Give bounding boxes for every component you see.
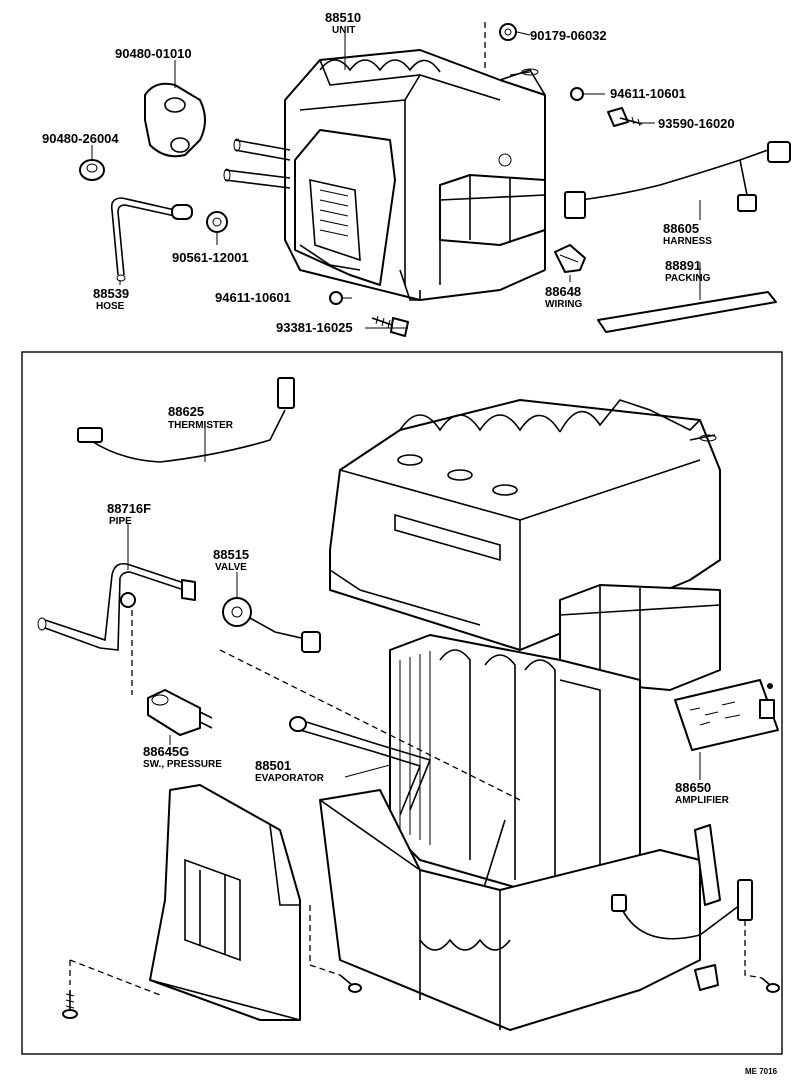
grommet-90480-01010-icon [144,82,206,158]
leader-lines [91,33,701,780]
label-number-p93381: 93381-16025 [276,320,353,335]
label-name-harness: HARNESS [663,236,712,247]
label-number-evaporator: 88501 [255,758,291,773]
screw-93381-icon [371,315,409,337]
label-number-harness: 88605 [663,221,699,236]
label-name-pipe: PIPE [109,516,132,527]
unit-assembly [223,49,546,301]
screw-mid-icon [309,905,362,993]
label-name-thermister: THERMISTER [168,420,234,431]
label-number-pipe: 88716F [107,501,151,516]
label-number-packing: 88891 [665,258,701,273]
screw-left-icon [62,959,161,1019]
valve-88515-icon [219,597,521,801]
label-number-p90480a: 90480-01010 [115,46,192,61]
screw-93590-icon [607,107,643,127]
grommet-90561-icon [206,211,228,233]
label-name-valve: VALVE [215,562,247,573]
label-name-wiring: WIRING [545,299,582,310]
label-number-p90561: 90561-12001 [172,250,249,265]
amplifier-88650-icon [674,679,779,751]
label-number-unit: 88510 [325,10,361,25]
drawing-code: ME 7016 [745,1067,778,1076]
packing-88891-icon [597,291,777,333]
label-name-switch: SW., PRESSURE [143,759,222,770]
nut-94611-upper-icon [570,87,584,101]
label-number-p90179: 90179-06032 [530,28,607,43]
pressure-switch-88645G-icon [131,610,213,736]
label-number-switch: 88645G [143,744,189,759]
label-number-thermister: 88625 [168,404,204,419]
thermister-88625-icon [77,377,295,463]
hose-88539-icon [110,197,193,282]
duct-icon [149,784,301,1021]
wiring-88648-icon [554,244,586,273]
label-number-p90480b: 90480-26004 [42,131,119,146]
label-name-amplifier: AMPLIFIER [675,795,730,806]
label-number-p93590: 93590-16020 [658,116,735,131]
label-name-evaporator: EVAPORATOR [255,773,325,784]
part-labels: 88510 UNIT 90179-06032 90480-01010 94611… [42,10,778,1076]
detail-frame [21,351,783,1055]
label-number-p94611b: 94611-10601 [215,290,291,305]
nut-90179-icon [499,23,517,41]
screw-right-icon [744,920,780,993]
label-number-amplifier: 88650 [675,780,711,795]
label-number-wiring: 88648 [545,284,581,299]
label-number-p94611a: 94611-10601 [610,86,686,101]
label-name-packing: PACKING [665,273,711,284]
label-name-hose: HOSE [96,301,125,312]
label-number-hose: 88539 [93,286,129,301]
label-number-valve: 88515 [213,547,249,562]
label-name-unit: UNIT [332,25,355,36]
harness-88605-icon [564,141,791,219]
grommet-90480-26004-icon [79,159,105,181]
nut-94611-lower-icon [329,291,343,305]
bracket-icon [611,824,753,991]
pipe-88716F-icon [37,562,196,651]
